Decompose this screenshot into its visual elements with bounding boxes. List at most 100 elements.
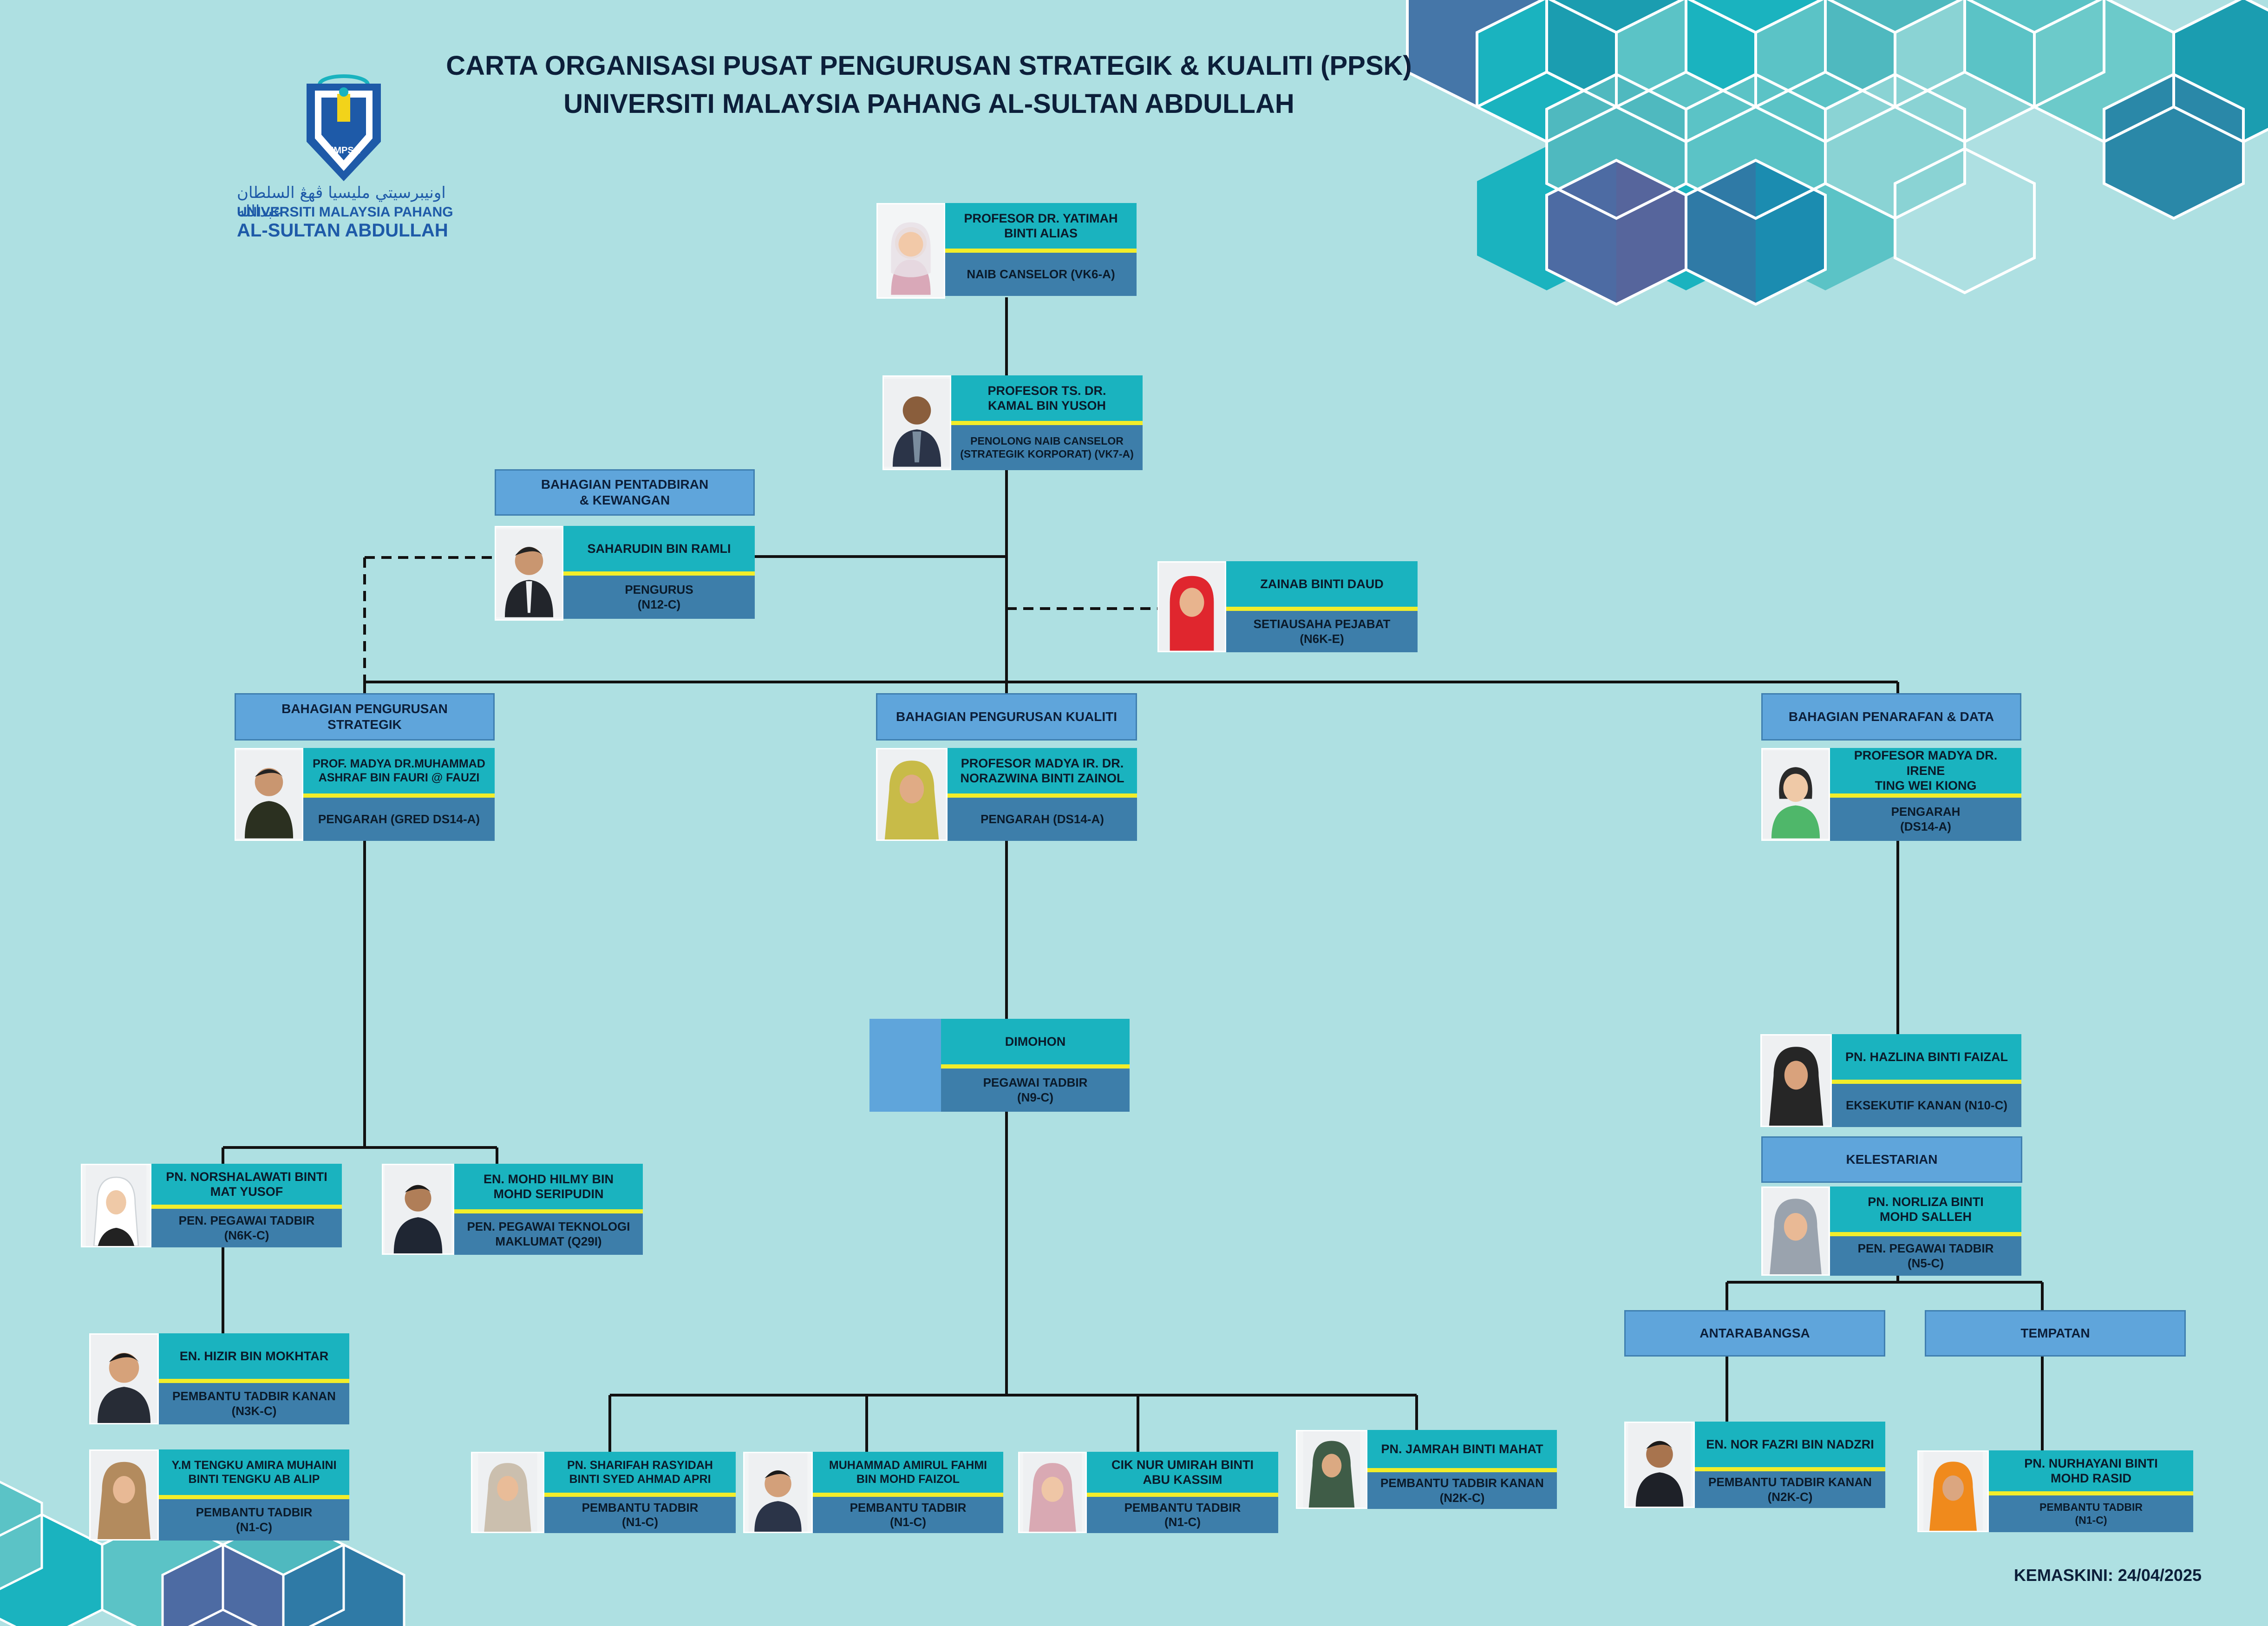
node-amirul-fahmi: MUHAMMAD AMIRUL FAHMI BIN MOHD FAIZOL PE…	[743, 1452, 1003, 1533]
person-name: Y.M TENGKU AMIRA MUHAINI BINTI TENGKU AB…	[159, 1449, 349, 1495]
person-portrait-icon	[85, 1165, 147, 1246]
person-portrait-icon	[1023, 1453, 1082, 1532]
university-logo: UMPSA اونيبرسيتي مليسيا ڤهڠ السلطان عبدا…	[223, 65, 464, 242]
person-grade: PEGAWAI TADBIR (N9-C)	[941, 1069, 1130, 1112]
node-vice-chancellor: PROFESOR DR. YATIMAH BINTI ALIAS NAIB CA…	[876, 203, 1137, 299]
node-deputy-vice-chancellor: PROFESOR TS. DR. KAMAL BIN YUSOH PENOLON…	[882, 375, 1143, 470]
person-portrait-icon	[91, 1335, 157, 1423]
person-portrait-icon	[1923, 1452, 1983, 1531]
logo-text-line-1: UNIVERSITI MALAYSIA PAHANG	[237, 204, 453, 220]
person-grade: PEMBANTU TADBIR KANAN (N2K-C)	[1695, 1471, 1885, 1508]
node-admin-officer-vacant: DIMOHON PEGAWAI TADBIR (N9-C)	[869, 1019, 1130, 1112]
node-tengku-amira: Y.M TENGKU AMIRA MUHAINI BINTI TENGKU AB…	[89, 1449, 349, 1541]
person-name: PROFESOR TS. DR. KAMAL BIN YUSOH	[951, 375, 1143, 421]
section-admin-finance: BAHAGIAN PENTADBIRAN & KEWANGAN	[495, 469, 755, 516]
person-portrait-icon	[236, 750, 302, 839]
person-name: PN. NURHAYANI BINTI MOHD RASID	[1989, 1450, 2193, 1491]
section-local: TEMPATAN	[1925, 1310, 2186, 1357]
person-grade: NAIB CANSELOR (VK6-A)	[945, 253, 1137, 296]
node-nur-umirah: CIK NUR UMIRAH BINTI ABU KASSIM PEMBANTU…	[1018, 1452, 1278, 1533]
person-name: PN. NORLIZA BINTI MOHD SALLEH	[1830, 1187, 2021, 1232]
person-grade: PEMBANTU TADBIR KANAN (N3K-C)	[159, 1383, 349, 1424]
person-name: PROFESOR MADYA DR. IRENE TING WEI KIONG	[1830, 748, 2021, 793]
photo-senior-executive	[1760, 1034, 1832, 1127]
person-name: PROFESOR MADYA IR. DR. NORAZWINA BINTI Z…	[948, 748, 1137, 793]
photo-placeholder-vacant	[869, 1019, 941, 1112]
person-name: PN. NORSHALAWATI BINTI MAT YUSOF	[151, 1164, 342, 1205]
person-portrait-icon	[748, 1453, 808, 1532]
logo-badge-text: UMPSA	[327, 145, 360, 156]
person-grade: EKSEKUTIF KANAN (N10-C)	[1832, 1084, 2021, 1127]
person-grade: PENOLONG NAIB CANSELOR (STRATEGIK KORPOR…	[951, 425, 1143, 470]
node-office-secretary: ZAINAB BINTI DAUD SETIAUSAHA PEJABAT (N6…	[1157, 561, 1418, 652]
person-name: SAHARUDIN BIN RAMLI	[563, 526, 755, 571]
section-ranking-data: BAHAGIAN PENARAFAN & DATA	[1761, 693, 2021, 741]
node-director-ranking: PROFESOR MADYA DR. IRENE TING WEI KIONG …	[1761, 748, 2021, 841]
node-nurhayani: PN. NURHAYANI BINTI MOHD RASID PEMBANTU …	[1917, 1450, 2193, 1532]
person-portrait-icon	[1628, 1423, 1691, 1507]
node-director-quality: PROFESOR MADYA IR. DR. NORAZWINA BINTI Z…	[876, 748, 1137, 841]
person-grade: PENGURUS (N12-C)	[563, 576, 755, 619]
node-mohd-hilmy: EN. MOHD HILMY BIN MOHD SERIPUDIN PEN. P…	[382, 1164, 643, 1255]
person-grade: PENGARAH (DS14-A)	[1830, 798, 2021, 841]
last-updated-label: KEMASKINI: 24/04/2025	[2013, 1566, 2202, 1585]
person-grade: PENGARAH (DS14-A)	[948, 798, 1137, 841]
node-jamrah: PN. JAMRAH BINTI MAHAT PEMBANTU TADBIR K…	[1296, 1430, 1557, 1509]
chart-title-line-1: CARTA ORGANISASI PUSAT PENGURUSAN STRATE…	[446, 51, 1412, 81]
person-portrait-icon	[1303, 1431, 1360, 1508]
person-name: PROFESOR DR. YATIMAH BINTI ALIAS	[945, 203, 1137, 249]
node-sharifah-rasyidah: PN. SHARIFAH RASYIDAH BINTI SYED AHMAD A…	[471, 1452, 736, 1533]
person-grade: PENGARAH (GRED DS14-A)	[303, 798, 495, 841]
person-grade: PEN. PEGAWAI TADBIR (N5-C)	[1830, 1236, 2021, 1276]
person-portrait-icon	[884, 379, 950, 467]
person-name: DIMOHON	[941, 1019, 1130, 1064]
person-portrait-icon	[478, 1453, 537, 1532]
photo-secretary	[1157, 561, 1226, 652]
person-name: EN. HIZIR BIN MOKHTAR	[159, 1333, 349, 1379]
node-nor-fazri: EN. NOR FAZRI BIN NADZRI PEMBANTU TADBIR…	[1624, 1422, 1885, 1508]
university-crest-icon: UMPSA	[307, 74, 381, 181]
photo-tengku-amira	[89, 1449, 159, 1541]
section-sustainability: KELESTARIAN	[1761, 1136, 2022, 1183]
person-grade: PEMBANTU TADBIR KANAN (N2K-C)	[1367, 1472, 1557, 1509]
photo-norshalawati	[81, 1164, 151, 1247]
section-strategic-management: BAHAGIAN PENGURUSAN STRATEGIK	[235, 693, 495, 741]
node-director-strategic: PROF. MADYA DR.MUHAMMAD ASHRAF BIN FAURI…	[235, 748, 495, 841]
logo-text-line-2: AL-SULTAN ABDULLAH	[237, 220, 448, 241]
person-name: PN. JAMRAH BINTI MAHAT	[1367, 1430, 1557, 1468]
photo-nur-umirah	[1018, 1452, 1087, 1533]
person-grade: PEN. PEGAWAI TEKNOLOGI MAKLUMAT (Q29I)	[454, 1213, 643, 1255]
person-grade: PEN. PEGAWAI TADBIR (N6K-C)	[151, 1209, 342, 1247]
person-name: EN. NOR FAZRI BIN NADZRI	[1695, 1422, 1885, 1467]
photo-asst-admin-sustainability	[1761, 1187, 1830, 1276]
person-portrait-icon	[1159, 563, 1225, 651]
chart-title-line-2: UNIVERSITI MALAYSIA PAHANG AL-SULTAN ABD…	[563, 89, 1294, 119]
person-portrait-icon	[1763, 1188, 1828, 1274]
photo-director-ranking	[1761, 748, 1830, 841]
node-senior-executive: PN. HAZLINA BINTI FAIZAL EKSEKUTIF KANAN…	[1760, 1034, 2021, 1127]
photo-hizir	[89, 1333, 159, 1424]
person-portrait-icon	[1763, 750, 1829, 839]
photo-nor-fazri	[1624, 1422, 1695, 1508]
person-name: EN. MOHD HILMY BIN MOHD SERIPUDIN	[454, 1164, 643, 1209]
photo-mohd-hilmy	[382, 1164, 454, 1255]
person-portrait-icon	[891, 222, 931, 295]
photo-vc	[876, 203, 945, 299]
person-portrait-icon	[878, 749, 946, 839]
person-name: PN. SHARIFAH RASYIDAH BINTI SYED AHMAD A…	[544, 1452, 736, 1493]
photo-manager	[495, 526, 563, 621]
section-international: ANTARABANGSA	[1624, 1310, 1885, 1357]
photo-nurhayani	[1917, 1450, 1989, 1532]
person-name: PROF. MADYA DR.MUHAMMAD ASHRAF BIN FAURI…	[303, 748, 495, 793]
person-grade: PEMBANTU TADBIR (N1-C)	[1989, 1495, 2193, 1532]
person-name: PN. HAZLINA BINTI FAIZAL	[1832, 1034, 2021, 1080]
person-portrait-icon	[1762, 1036, 1830, 1126]
person-portrait-icon	[496, 529, 562, 617]
person-grade: PEMBANTU TADBIR (N1-C)	[813, 1497, 1003, 1533]
node-norshalawati: PN. NORSHALAWATI BINTI MAT YUSOF PEN. PE…	[81, 1164, 342, 1247]
photo-sharifah-rasyidah	[471, 1452, 544, 1533]
node-manager: SAHARUDIN BIN RAMLI PENGURUS (N12-C)	[495, 526, 755, 621]
hexagon-cluster-top-right	[1406, 0, 2268, 306]
